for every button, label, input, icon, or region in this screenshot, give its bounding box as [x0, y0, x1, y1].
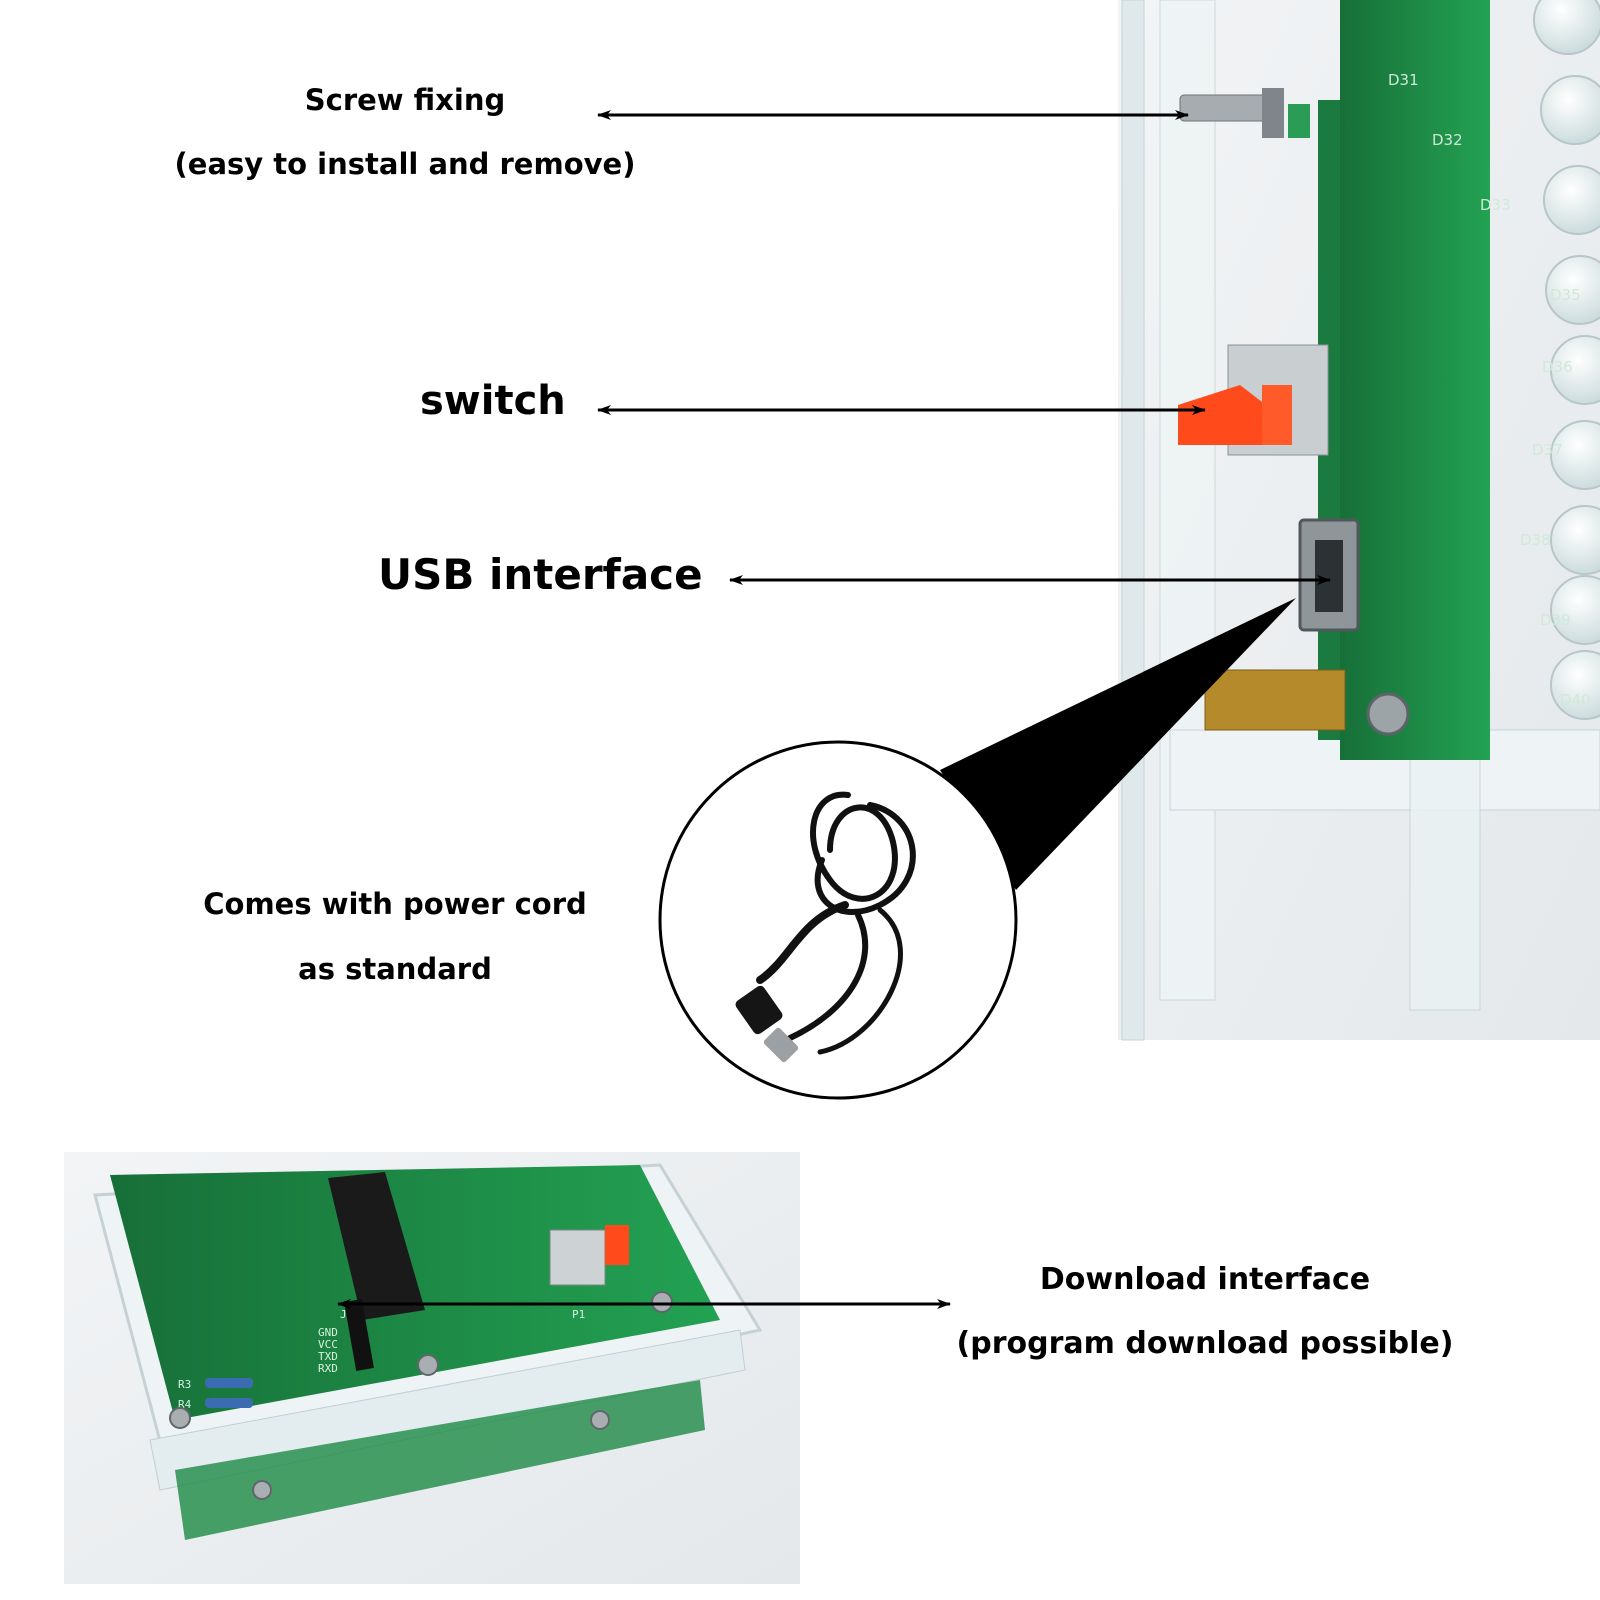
pin-label: VCC	[318, 1338, 338, 1351]
power-switch-icon	[1178, 344, 1329, 456]
led-label: D32	[1432, 131, 1463, 149]
side-view-photo: D31 D32 D33 D35 D36 D37 D38 D39 D40	[1118, 0, 1600, 1041]
led-label: D37	[1532, 441, 1563, 459]
led-label: D33	[1480, 196, 1511, 214]
usb-cable-icon	[756, 791, 916, 1055]
pin-label: TXD	[318, 1350, 338, 1363]
power-cord-note: as standard	[298, 952, 492, 986]
top-view-photo: R3 R4 J7 GND VCC TXD RXD P1	[64, 1152, 800, 1584]
usb-plug-icon	[735, 985, 783, 1035]
callout-pointer	[940, 598, 1296, 890]
led-label: D39	[1540, 611, 1571, 629]
usb-interface-title: USB interface	[378, 550, 703, 599]
screw-fixing-label: Screw fixing (easy to install and remove…	[160, 68, 650, 196]
download-interface-title: Download interface	[1039, 1262, 1371, 1297]
pcb-board	[1340, 0, 1490, 760]
led-label: D35	[1550, 286, 1581, 304]
download-interface-label: Download interface (program download pos…	[950, 1248, 1460, 1376]
screw-fixing-title: Screw fixing	[304, 83, 506, 117]
screw-icon	[1179, 88, 1310, 138]
led-label: D36	[1542, 358, 1573, 376]
screw-fixing-note: (easy to install and remove)	[174, 147, 636, 181]
power-cord-label: Comes with power cord as standard	[190, 872, 600, 1002]
pin-label: GND	[318, 1326, 338, 1339]
resistor-icon	[205, 1378, 253, 1408]
switch-label: switch	[420, 378, 566, 424]
usb-plug-tip-icon	[763, 1027, 799, 1063]
switch-title: switch	[420, 378, 566, 424]
power-cord-title: Comes with power cord	[203, 887, 587, 921]
usb-interface-label: USB interface	[378, 550, 703, 599]
led-label: D38	[1520, 531, 1551, 549]
download-interface-note: (program download possible)	[956, 1326, 1454, 1361]
pin-label: RXD	[318, 1362, 338, 1375]
header-label: P1	[572, 1308, 585, 1321]
resistor-label: R3	[178, 1378, 191, 1391]
led-label: D31	[1388, 71, 1419, 89]
microcontroller-chip-icon	[328, 1172, 425, 1320]
led-label: D40	[1560, 691, 1591, 709]
usb-port-icon	[1298, 518, 1360, 632]
